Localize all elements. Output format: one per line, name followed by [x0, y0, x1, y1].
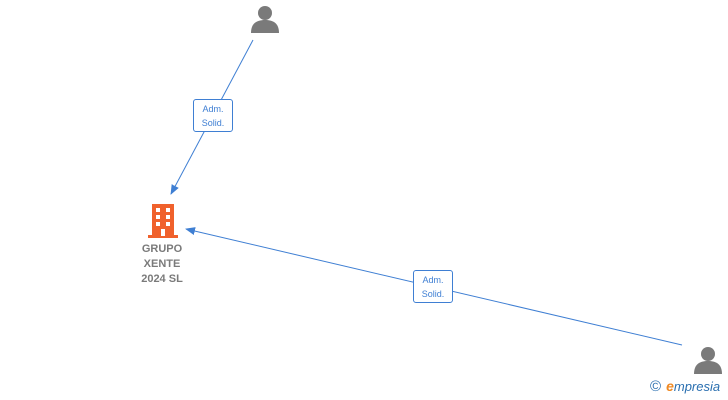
person-icon[interactable]: [250, 4, 280, 34]
person-icon[interactable]: [693, 345, 723, 375]
relation-label: Adm. Solid.: [413, 270, 453, 303]
building-icon[interactable]: [148, 202, 178, 238]
brand-name: mpresia: [673, 379, 721, 394]
relation-role: Adm.: [202, 104, 224, 114]
copyright-symbol: ©: [650, 378, 662, 395]
empresia-watermark: ©empresia: [650, 378, 720, 395]
relation-type: Solid.: [421, 289, 445, 299]
relation-type: Solid.: [201, 118, 225, 128]
brand-initial: e: [666, 378, 674, 394]
company-name[interactable]: GRUPO XENTE 2024 SL: [141, 243, 183, 285]
relation-role: Adm.: [422, 275, 444, 285]
relation-label: Adm. Solid.: [193, 99, 233, 132]
